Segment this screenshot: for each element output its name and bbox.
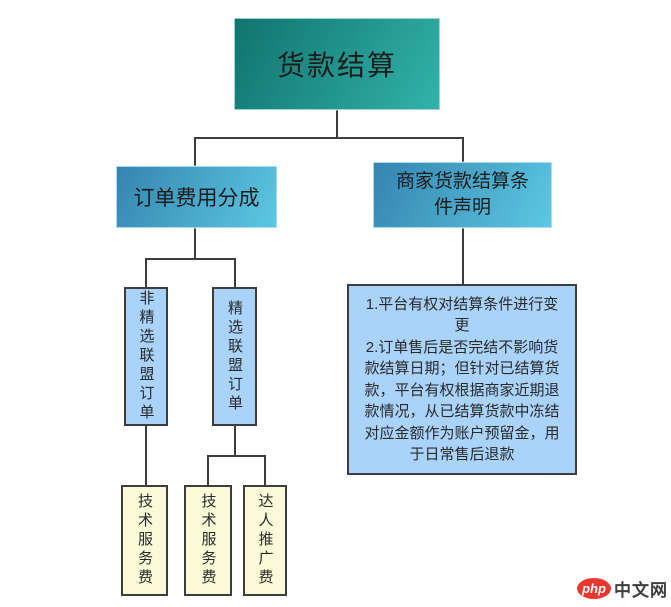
php-cn-watermark: php 中文网 — [577, 576, 668, 601]
connector-root-down — [336, 110, 338, 138]
connector-to-nonalliance — [145, 258, 147, 288]
node-order-fee-split-label: 订单费用分成 — [133, 187, 260, 210]
connector-to-tech-fee — [207, 455, 209, 486]
connector-alliance-down — [234, 426, 236, 456]
node-alliance-order: 精选联盟订单 — [212, 287, 257, 426]
node-non-alliance-order: 非精选联盟订单 — [124, 287, 168, 426]
connector-to-alliance — [234, 258, 236, 288]
php-logo-icon: php — [577, 578, 611, 599]
node-order-fee-split: 订单费用分成 — [116, 166, 277, 228]
node-tech-service-fee-2: 技术服务费 — [184, 485, 232, 596]
node-non-alliance-order-label: 非精选联盟订单 — [137, 290, 155, 423]
node-tech-service-fee-1: 技术服务费 — [121, 485, 168, 596]
node-influencer-promo-fee: 达人推广费 — [243, 485, 287, 596]
note-line-2: 2.订单售后是否完结不影响货款结算日期；但针对已结算货款，平台有权根据商家近期退… — [364, 338, 560, 464]
node-payment-settlement-label: 货款结算 — [276, 50, 397, 81]
connector-to-statement — [462, 137, 464, 163]
connector-order-types-horizontal — [145, 258, 236, 260]
connector-fees-horizontal — [207, 455, 266, 457]
connector-statement-to-note — [462, 228, 464, 285]
node-settlement-statement: 商家货款结算条件声明 — [373, 162, 552, 228]
php-cn-site-label: 中文网 — [614, 581, 668, 600]
connector-to-promo-fee — [264, 455, 266, 486]
connector-level2-horizontal — [194, 137, 464, 139]
node-tech-service-fee-1-label: 技术服务费 — [136, 493, 153, 588]
node-settlement-conditions-note: 1.平台有权对结算条件进行变更 2.订单售后是否完结不影响货款结算日期；但针对已… — [347, 284, 577, 475]
note-line-1: 1.平台有权对结算条件进行变更 — [365, 295, 559, 335]
node-tech-service-fee-2-label: 技术服务费 — [199, 493, 217, 588]
connector-order-split-down — [194, 228, 196, 259]
connector-to-order-split — [194, 137, 196, 167]
node-settlement-statement-label: 商家货款结算条件声明 — [395, 171, 529, 218]
node-influencer-promo-fee-label: 达人推广费 — [256, 493, 274, 588]
node-alliance-order-label: 精选联盟订单 — [226, 299, 243, 414]
connector-nonalliance-to-fee — [145, 426, 147, 486]
node-payment-settlement: 货款结算 — [234, 18, 440, 110]
